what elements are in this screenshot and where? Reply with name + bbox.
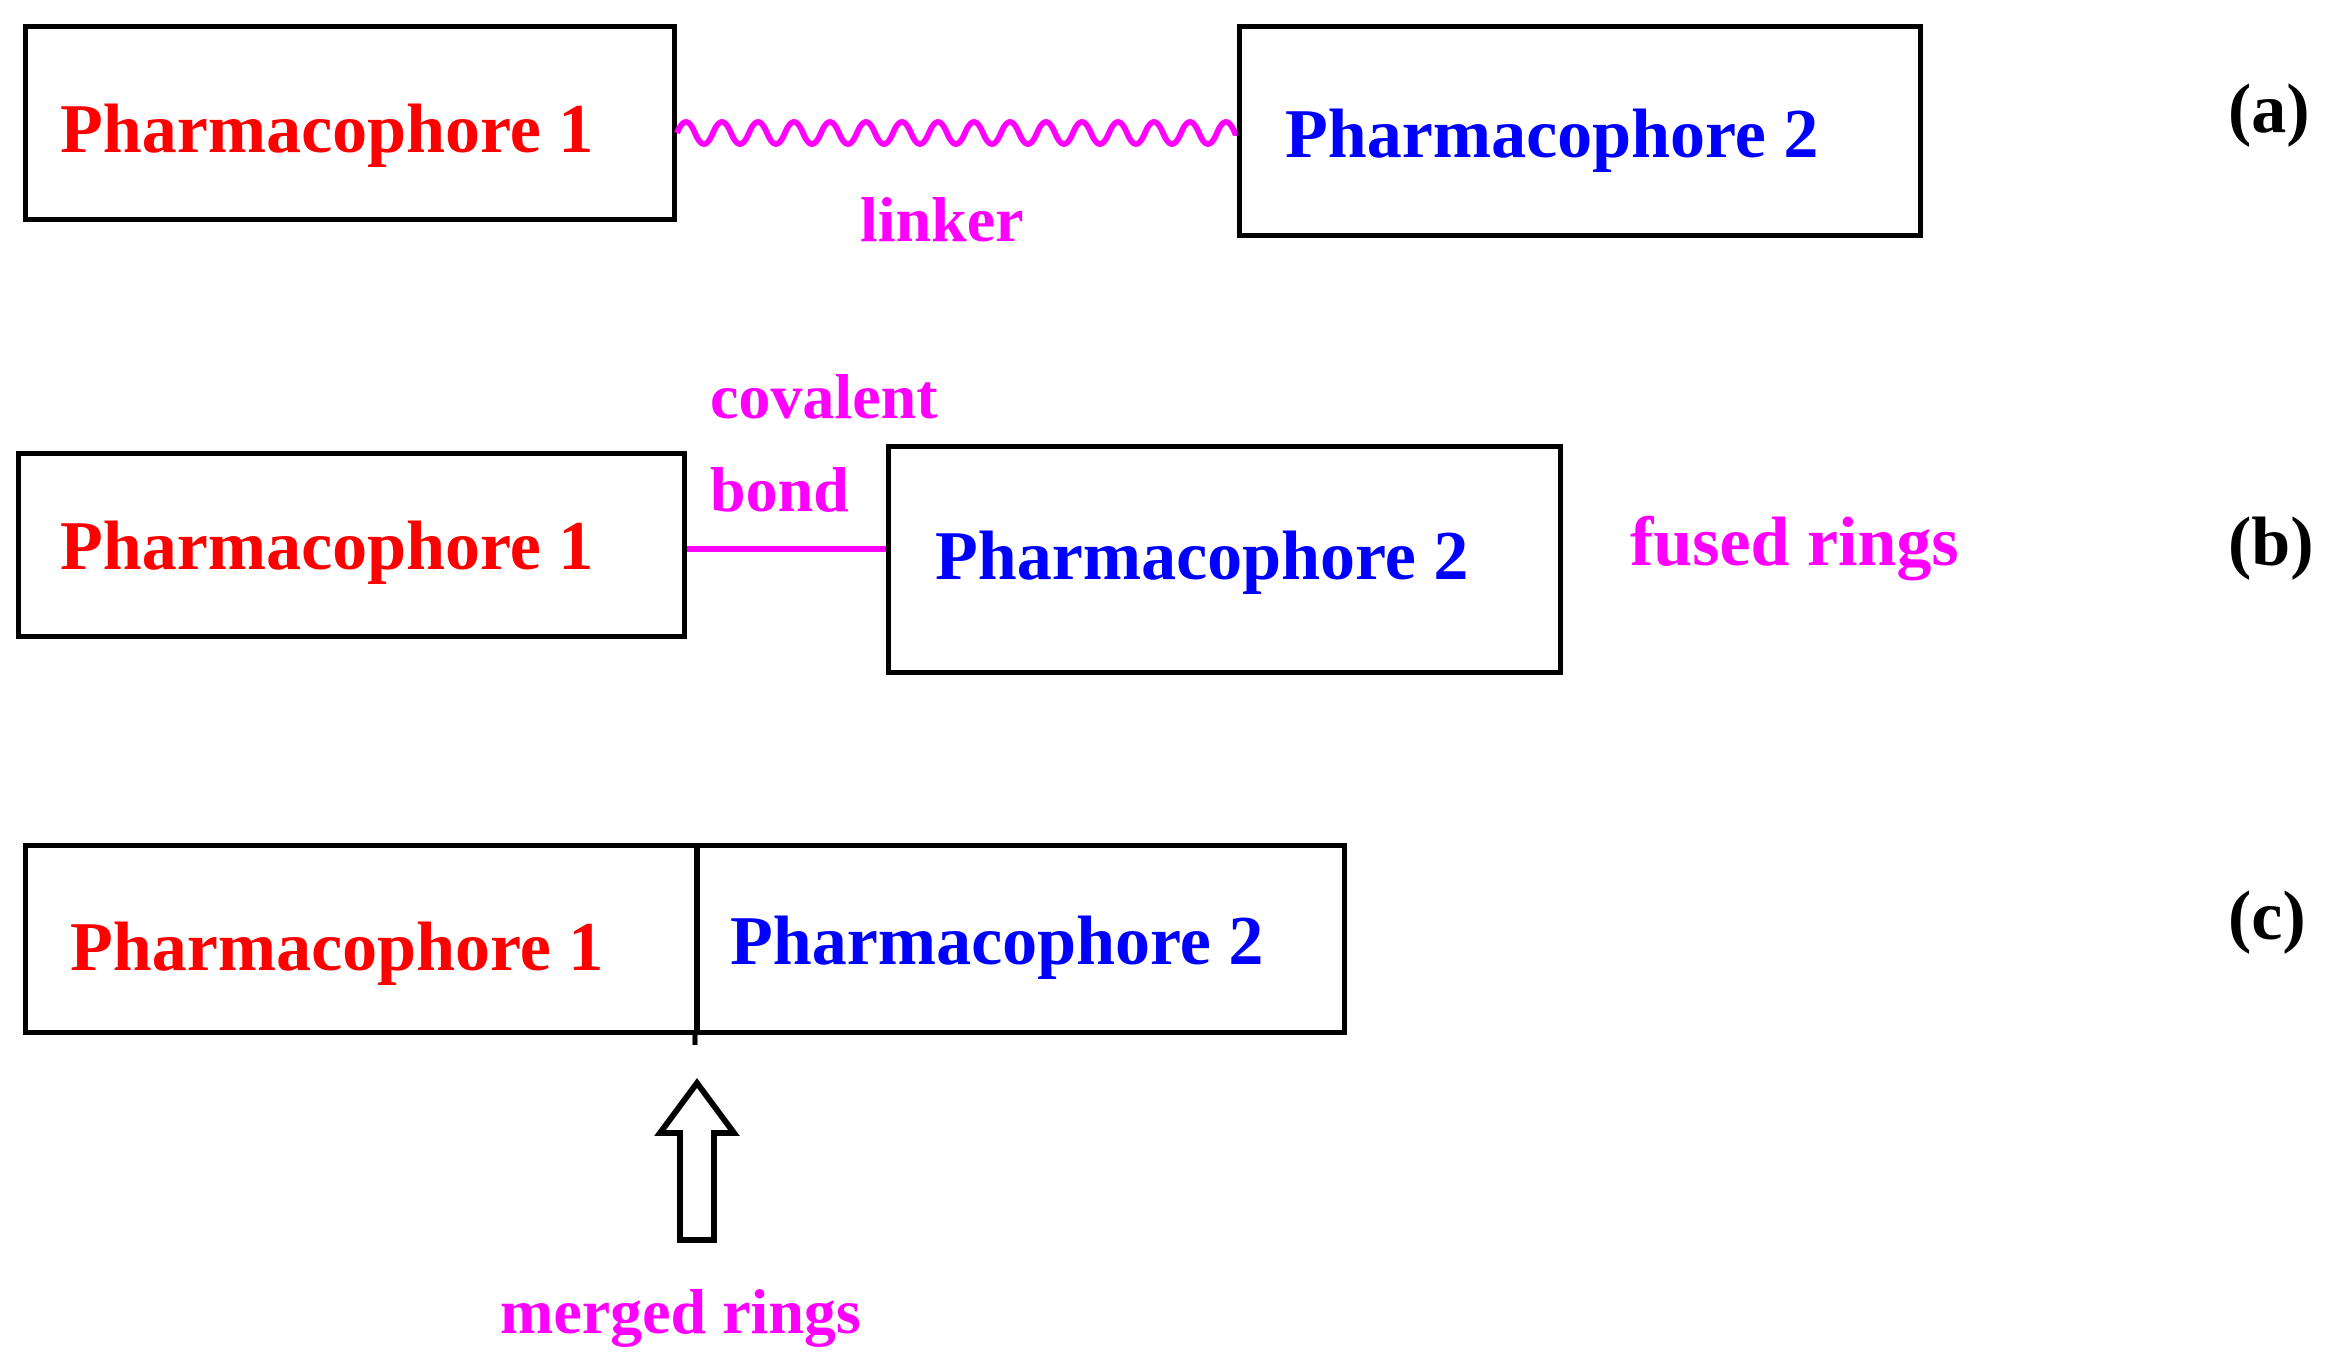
pharmacophore-1-box-a [23, 24, 677, 222]
bond-label: bond [710, 454, 849, 525]
panel-label-b: (b) [2228, 504, 2314, 581]
pharmacophore-1-label-a: Pharmacophore 1 [60, 91, 594, 168]
covalent-label: covalent [710, 361, 938, 432]
pharmacophore-1-label-b: Pharmacophore 1 [60, 508, 594, 585]
merged-rings-label: merged rings [500, 1276, 861, 1347]
pharmacophore-1-box-b [16, 451, 687, 639]
panel-label-a: (a) [2228, 71, 2310, 148]
pharmacophore-2-box-c [695, 843, 1347, 1035]
pharmacophore-2-box-a [1237, 24, 1923, 238]
pharmacophore-1-label-c: Pharmacophore 1 [70, 909, 604, 986]
linker-label: linker [860, 184, 1024, 255]
pharmacophore-2-label-c: Pharmacophore 2 [730, 903, 1264, 980]
pharmacophore-2-label-b: Pharmacophore 2 [935, 518, 1469, 595]
pharmacophore-2-label-a: Pharmacophore 2 [1285, 96, 1819, 173]
pharmacophore-2-box-b [886, 444, 1563, 675]
pharmacophore-1-box-c [23, 843, 699, 1035]
fused-rings-label: fused rings [1630, 504, 1959, 581]
panel-label-c: (c) [2228, 878, 2306, 955]
